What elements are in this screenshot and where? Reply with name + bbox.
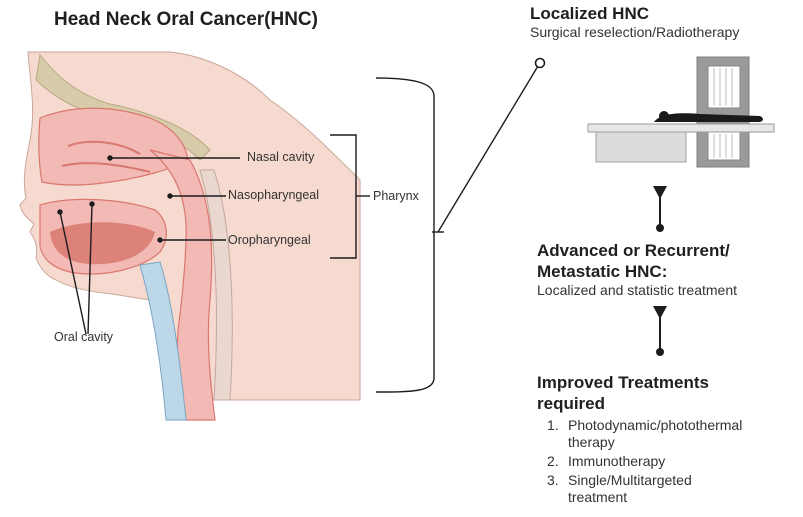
step-improved-title-line1: Improved Treatments — [537, 373, 709, 392]
step-localized-title: Localized HNC — [530, 4, 650, 23]
treatment-list: 1. Photodynamic/photothermal therapy 2. … — [547, 417, 742, 506]
step-localized-subtitle: Surgical reselection/Radiotherapy — [530, 24, 740, 40]
step-advanced-title-line2: Metastatic HNC: — [537, 262, 668, 281]
step-improved-title-line2: required — [537, 394, 606, 413]
annotation-lines — [57, 57, 546, 393]
label-nasopharyngeal: Nasopharyngeal — [228, 188, 320, 202]
step-advanced: Advanced or Recurrent/ Metastatic HNC: L… — [537, 240, 737, 298]
label-oropharyngeal: Oropharyngeal — [228, 233, 311, 247]
flow-arrows — [653, 186, 667, 356]
tongue-shape — [50, 222, 155, 265]
diagram-title: Head Neck Oral Cancer(HNC) — [54, 9, 318, 30]
step-improved: Improved Treatments required 1. Photodyn… — [537, 372, 742, 508]
nasal-turbinate-2 — [61, 162, 151, 173]
label-pharynx: Pharynx — [373, 189, 419, 203]
trachea-shape — [139, 261, 187, 421]
head-neck-illustration — [19, 51, 361, 421]
nasal-turbinate-1 — [67, 140, 141, 155]
spine-shape — [199, 169, 233, 401]
treatment-item: 2. Immunotherapy — [547, 453, 666, 469]
nasal-cavity-shape — [38, 107, 189, 186]
label-oral-cavity: Oral cavity — [54, 330, 114, 344]
step-advanced-subtitle: Localized and statistic treatment — [537, 282, 737, 298]
step-advanced-title-line1: Advanced or Recurrent/ — [537, 241, 730, 260]
step-localized: Localized HNC Surgical reselection/Radio… — [530, 3, 739, 40]
label-nasal-cavity: Nasal cavity — [247, 150, 315, 164]
treatment-item: 1. Photodynamic/photothermal therapy — [547, 417, 743, 450]
treatment-item: 3. Single/Multitargeted treatment — [547, 472, 692, 505]
radiotherapy-machine-icon — [587, 56, 775, 168]
